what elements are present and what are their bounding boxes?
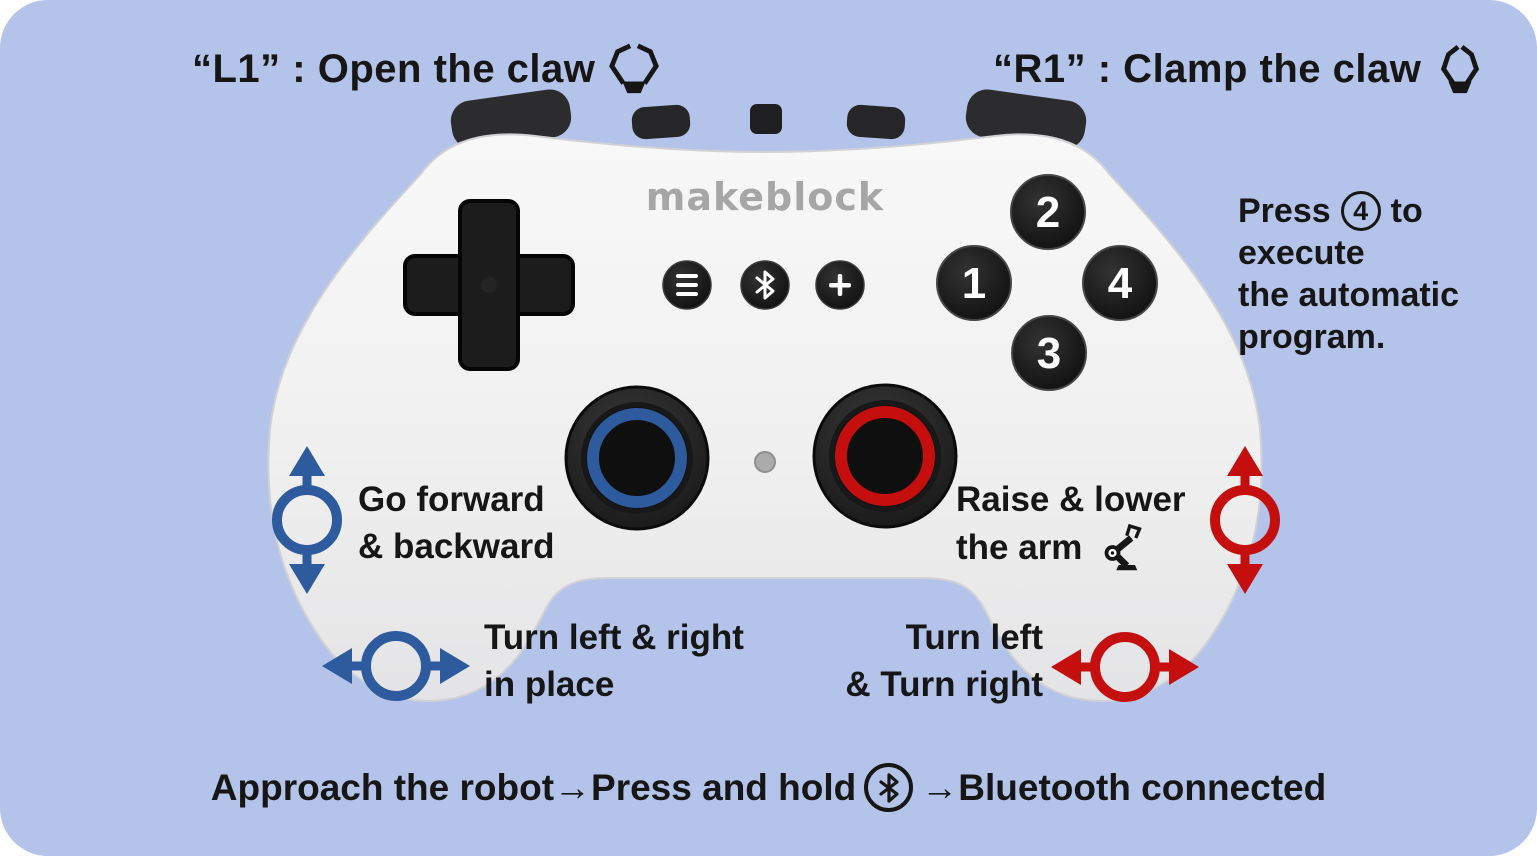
l1-annotation: “L1” : Open the claw xyxy=(192,42,661,96)
robot-arm-icon xyxy=(1105,523,1143,571)
turn-in-place-annotation: Turn left & right in place xyxy=(484,614,744,708)
number-buttons: 2 1 4 3 xyxy=(936,174,1158,391)
top-nub xyxy=(750,104,782,134)
press4-pre: Press xyxy=(1238,192,1331,230)
plus-button[interactable] xyxy=(815,260,865,310)
plus-icon xyxy=(829,274,851,296)
button-2[interactable]: 2 xyxy=(1010,174,1086,250)
r1-annotation: “R1” : Clamp the claw xyxy=(993,42,1487,96)
svg-text:3: 3 xyxy=(1037,329,1061,378)
bt-step3: Bluetooth connected xyxy=(958,766,1327,808)
controller-body xyxy=(267,133,1263,702)
r1-shoulder-button[interactable] xyxy=(963,87,1089,151)
up-down-arrows-red-icon xyxy=(1210,446,1280,594)
right-joystick[interactable] xyxy=(812,383,958,529)
bt-step1: Approach the robot xyxy=(210,766,555,808)
press4-line4: program. xyxy=(1238,318,1386,356)
press4-post: to xyxy=(1390,192,1423,230)
status-led xyxy=(754,451,776,473)
left-stick-blue-ring xyxy=(587,408,687,508)
go-forward-annotation: Go forward & backward xyxy=(358,476,554,570)
svg-text:4: 4 xyxy=(1108,259,1133,308)
claw-open-icon xyxy=(609,43,660,94)
l1-shoulder-button[interactable] xyxy=(448,87,574,151)
bluetooth-instruction: Approach the robot → Press and hold → Bl… xyxy=(0,763,1537,812)
turn-in-place-line1: Turn left & right xyxy=(484,618,744,657)
turn-left-right-annotation: Turn left & Turn right xyxy=(845,614,1043,708)
raise-lower-annotation: Raise & lower the arm xyxy=(956,476,1186,571)
dpad-center-dot xyxy=(481,277,497,293)
bluetooth-icon xyxy=(755,270,775,300)
raise-lower-line1: Raise & lower xyxy=(956,480,1186,519)
raise-lower-line2: the arm xyxy=(956,527,1083,567)
button-4-badge: 4 xyxy=(1340,191,1381,231)
r2-button[interactable] xyxy=(846,104,906,140)
bt-arrow2: → xyxy=(921,766,959,808)
left-right-arrows-red-icon xyxy=(1051,632,1199,702)
dpad[interactable] xyxy=(403,199,575,371)
menu-icon xyxy=(676,274,698,296)
button-1[interactable]: 1 xyxy=(936,245,1012,321)
go-forward-line2: & backward xyxy=(358,527,555,566)
brand-logo: makeblock xyxy=(646,175,884,219)
go-forward-line1: Go forward xyxy=(358,480,545,519)
shoulder-buttons xyxy=(448,87,1089,151)
turn-in-place-line2: in place xyxy=(484,665,615,704)
left-right-arrows-blue-icon xyxy=(322,631,470,701)
up-down-arrows-blue-icon xyxy=(272,446,342,594)
button-3[interactable]: 3 xyxy=(1011,315,1087,391)
l2-button[interactable] xyxy=(631,104,691,140)
bt-arrow1: → xyxy=(554,766,592,808)
press4-line2: execute xyxy=(1238,234,1365,272)
bt-step2: Press and hold xyxy=(591,766,857,808)
press4-line3: the automatic xyxy=(1238,276,1460,314)
press4-annotation: Press 4 to execute the automatic program… xyxy=(1238,190,1459,358)
turn-lr-line2: & Turn right xyxy=(845,665,1043,704)
l1-annotation-text: “L1” : Open the claw xyxy=(192,46,596,91)
svg-text:2: 2 xyxy=(1036,188,1060,237)
left-joystick[interactable] xyxy=(564,385,710,531)
r1-annotation-text: “R1” : Clamp the claw xyxy=(993,46,1422,91)
turn-lr-line1: Turn left xyxy=(905,618,1043,657)
claw-clamp-icon xyxy=(1441,44,1480,94)
menu-button[interactable] xyxy=(662,260,712,310)
svg-text:1: 1 xyxy=(962,259,986,308)
bluetooth-button[interactable] xyxy=(740,260,790,310)
right-stick-red-ring xyxy=(835,406,935,506)
bluetooth-circle-icon xyxy=(864,763,914,812)
button-4[interactable]: 4 xyxy=(1082,245,1158,321)
bluetooth-glyph xyxy=(879,772,899,803)
